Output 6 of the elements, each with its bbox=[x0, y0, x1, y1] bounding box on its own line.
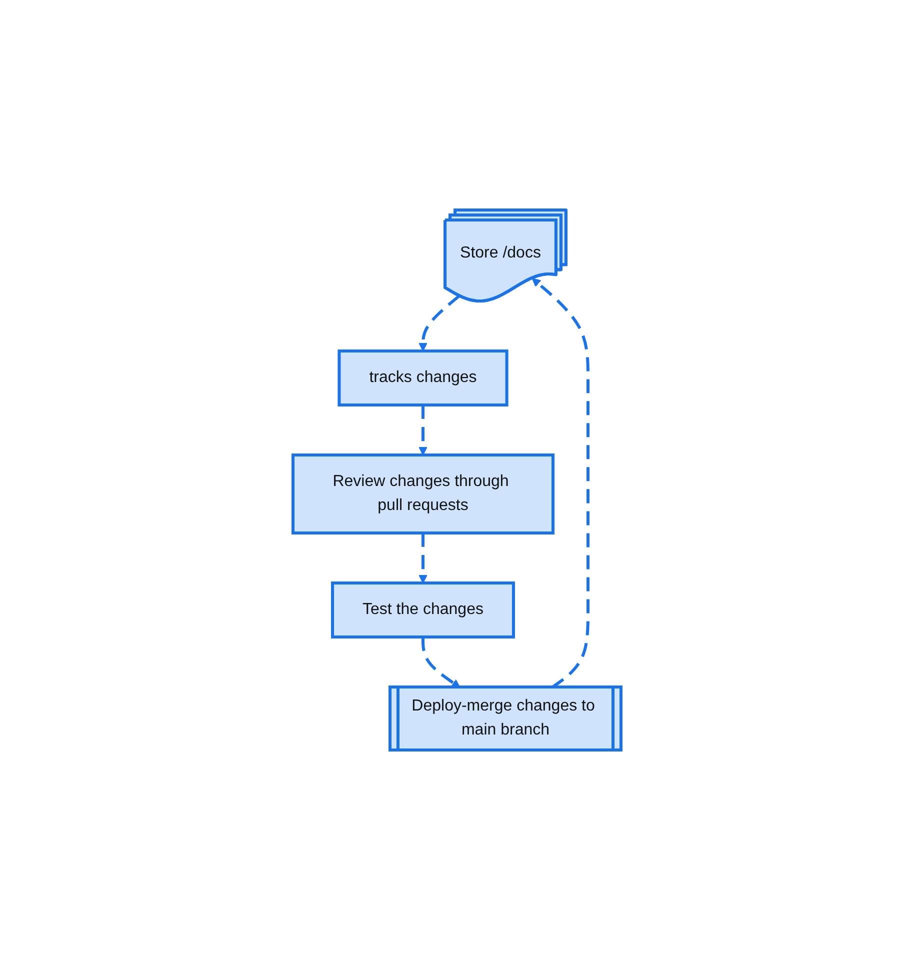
arrow bbox=[418, 405, 427, 456]
node-box: Review changes through pull requests bbox=[291, 454, 554, 534]
arrow bbox=[418, 294, 460, 352]
node-box: tracks changes bbox=[337, 350, 508, 406]
arrow bbox=[418, 533, 427, 584]
node-box: Test the changes bbox=[330, 582, 514, 638]
